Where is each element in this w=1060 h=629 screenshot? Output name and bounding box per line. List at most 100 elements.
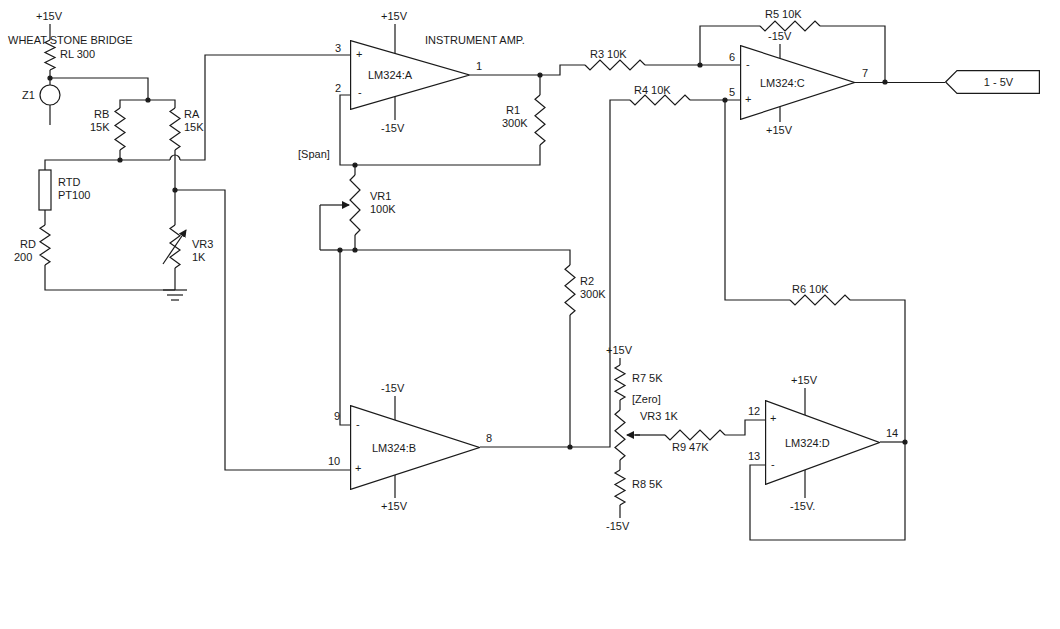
wire bbox=[779, 44, 780, 58]
supply-label: +15V bbox=[791, 374, 817, 386]
junction-dot bbox=[118, 158, 122, 162]
part-label: R8 5K bbox=[632, 478, 663, 490]
junction-dot bbox=[173, 188, 177, 192]
wire bbox=[320, 249, 340, 250]
part-label: R1 bbox=[506, 104, 520, 116]
source-symbol bbox=[40, 85, 60, 105]
rtd-symbol bbox=[39, 170, 51, 210]
part-label: VR1 bbox=[370, 190, 391, 202]
wire bbox=[820, 26, 885, 82]
pin-number: 9 bbox=[334, 410, 340, 422]
input-polarity: - bbox=[356, 418, 360, 430]
wire bbox=[354, 165, 355, 175]
pin-number: 2 bbox=[335, 82, 341, 94]
part-label: R4 10K bbox=[634, 84, 671, 96]
supply-label: +15V bbox=[381, 10, 407, 22]
part-label: [Zero] bbox=[632, 393, 661, 405]
resistor-symbol bbox=[615, 410, 625, 460]
part-label: R9 47K bbox=[672, 441, 709, 453]
resistor-symbol bbox=[350, 175, 360, 235]
input-polarity: + bbox=[355, 462, 361, 474]
input-polarity: - bbox=[771, 458, 775, 470]
part-name: LM324:C bbox=[760, 77, 805, 89]
node-outline-shape bbox=[351, 406, 480, 490]
resistor-symbol bbox=[535, 95, 545, 145]
part-label: 1K bbox=[192, 251, 205, 263]
supply-label: -15V bbox=[768, 30, 791, 42]
wire bbox=[750, 300, 905, 540]
wire bbox=[394, 24, 395, 53]
wire bbox=[804, 388, 805, 415]
wire bbox=[725, 420, 765, 435]
wire bbox=[880, 441, 905, 442]
pin-number: 14 bbox=[886, 427, 898, 439]
part-label: VR3 bbox=[192, 238, 213, 250]
node-outline-shape bbox=[766, 401, 880, 485]
supply-label: -15V bbox=[381, 382, 404, 394]
resistor-symbol bbox=[115, 108, 125, 150]
part-label: 300K bbox=[580, 288, 606, 300]
input-polarity: + bbox=[356, 48, 362, 60]
part-label: 15K bbox=[184, 121, 204, 133]
supply-label: +15V bbox=[766, 124, 792, 136]
junction-dot bbox=[338, 248, 342, 252]
opamp-symbol: LM324:A bbox=[350, 40, 470, 110]
wire bbox=[355, 235, 570, 265]
node-outline-shape bbox=[351, 41, 470, 110]
wire bbox=[45, 160, 170, 170]
wire bbox=[539, 75, 540, 95]
wire bbox=[779, 106, 780, 122]
part-label: PT100 bbox=[58, 189, 90, 201]
resistor-symbol bbox=[615, 470, 625, 505]
wire bbox=[480, 100, 630, 447]
wire bbox=[394, 475, 395, 498]
input-polarity: - bbox=[746, 58, 750, 70]
wire bbox=[49, 105, 50, 125]
wire bbox=[340, 250, 355, 425]
wire bbox=[619, 505, 620, 518]
resistor-symbol bbox=[665, 430, 725, 440]
input-polarity: + bbox=[770, 412, 776, 424]
pin-number: 1 bbox=[476, 60, 482, 72]
part-label: 100K bbox=[370, 203, 396, 215]
junction-dot bbox=[538, 73, 542, 77]
opamp-symbol: LM324:D bbox=[765, 400, 880, 485]
wire bbox=[645, 64, 740, 65]
supply-label: +15V bbox=[606, 344, 632, 356]
pin-number: 5 bbox=[729, 86, 735, 98]
pin-number: 10 bbox=[328, 455, 340, 467]
supply-label: -15V. bbox=[790, 500, 815, 512]
part-label: RD bbox=[20, 238, 36, 250]
pin-number: 7 bbox=[862, 67, 868, 79]
wire bbox=[619, 460, 620, 470]
wire bbox=[44, 210, 45, 225]
part-label: Z1 bbox=[22, 89, 35, 101]
wire bbox=[180, 55, 350, 160]
wire bbox=[163, 289, 187, 290]
resistor-symbol bbox=[170, 108, 180, 150]
wire bbox=[690, 99, 740, 100]
supply-label: +15V bbox=[381, 500, 407, 512]
wire bbox=[50, 78, 148, 100]
supply-label: +15V bbox=[36, 10, 62, 22]
resistor-symbol bbox=[760, 21, 820, 31]
pin-number: 6 bbox=[729, 51, 735, 63]
wiper-arrow bbox=[627, 434, 640, 435]
part-name: LM324:B bbox=[372, 442, 416, 454]
resistor-symbol bbox=[40, 225, 50, 265]
input-polarity: - bbox=[358, 86, 362, 98]
signal-name: 1 - 5V bbox=[984, 76, 1013, 88]
resistor-symbol bbox=[790, 295, 850, 305]
part-label: [Span] bbox=[298, 148, 330, 160]
node-outline-shape bbox=[741, 46, 855, 120]
wire bbox=[319, 205, 320, 250]
input-polarity: + bbox=[745, 93, 751, 105]
part-label: 300K bbox=[502, 117, 528, 129]
pin-number: 3 bbox=[335, 42, 341, 54]
wire bbox=[804, 470, 805, 498]
wire-group bbox=[39, 21, 907, 540]
wire bbox=[619, 400, 620, 410]
